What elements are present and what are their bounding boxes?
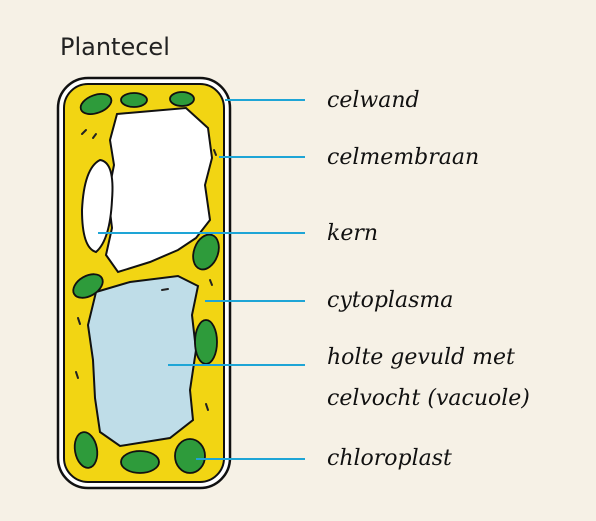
label-cytoplasma: cytoplasma <box>327 288 453 313</box>
label-kern: kern <box>327 221 378 246</box>
chloroplast-3 <box>170 92 194 106</box>
diagram-title: Plantecel <box>60 33 170 61</box>
label-vacuole-line1: holte gevuld met <box>327 345 515 370</box>
chloroplast-8 <box>121 451 159 473</box>
chloroplast-2 <box>121 93 147 107</box>
chloroplast-9 <box>175 439 205 473</box>
vacuole <box>88 276 198 446</box>
label-celmembraan: celmembraan <box>327 145 479 170</box>
label-celwand: celwand <box>327 88 420 113</box>
label-vacuole-line2: celvocht (vacuole) <box>327 386 530 411</box>
label-chloroplast: chloroplast <box>327 446 452 471</box>
chloroplast-6 <box>195 320 217 364</box>
